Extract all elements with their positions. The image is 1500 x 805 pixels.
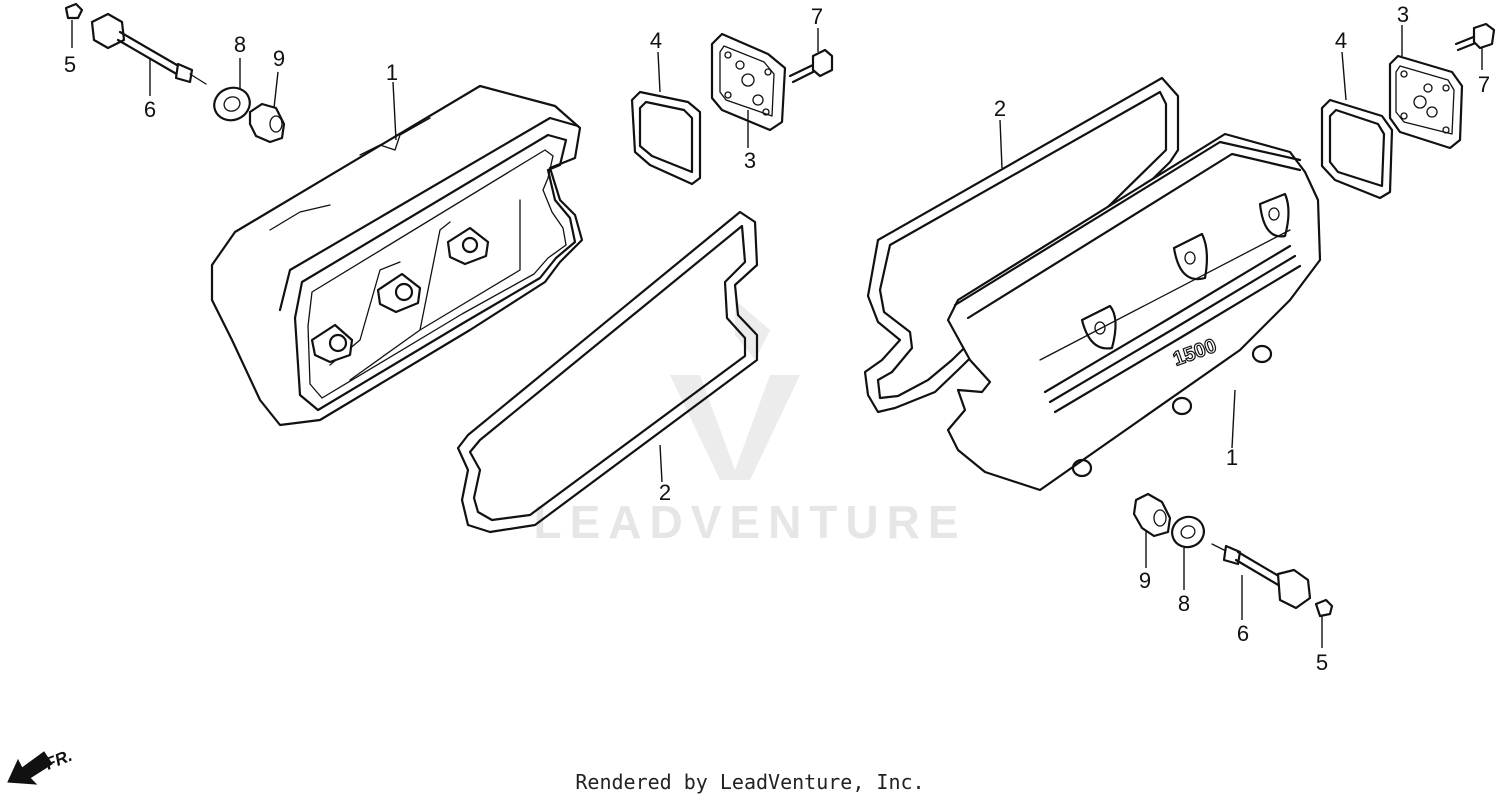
right-breather-plate (1388, 54, 1464, 150)
callout-1-left: 1 (386, 60, 398, 85)
left-bolt (90, 12, 207, 85)
callout-5-right: 5 (1316, 650, 1328, 675)
right-rubber-mount (1132, 492, 1172, 538)
callout-leaders (71, 20, 1483, 648)
callout-7-left: 7 (811, 4, 823, 29)
left-breather-plate (710, 32, 787, 132)
callout-8-right: 8 (1178, 591, 1190, 616)
callout-7-right: 7 (1478, 72, 1490, 97)
left-rubber-mount (248, 102, 286, 144)
right-bolt (1211, 543, 1312, 610)
watermark-text: LEADVENTURE (533, 496, 966, 548)
left-plate-gasket (630, 90, 702, 186)
callout-2-left: 2 (659, 480, 671, 505)
left-cap (64, 2, 84, 20)
right-valve-cover: 1500 (946, 132, 1322, 492)
callout-3-right: 3 (1397, 2, 1409, 27)
callout-6-left: 6 (144, 97, 156, 122)
callout-1-right: 1 (1226, 445, 1238, 470)
callout-3-left: 3 (744, 148, 756, 173)
left-valve-cover (210, 84, 584, 427)
callout-9-right: 9 (1139, 568, 1151, 593)
callout-4-left: 4 (650, 28, 662, 53)
callout-2-right: 2 (994, 96, 1006, 121)
callout-4-right: 4 (1335, 28, 1347, 53)
left-washer-bolt (788, 48, 834, 84)
right-seal-ring (1171, 515, 1205, 549)
callout-5-left: 5 (64, 52, 76, 77)
right-plate-gasket (1320, 98, 1394, 200)
right-washer-bolt (1454, 22, 1496, 52)
callout-9-left: 9 (273, 46, 285, 71)
callout-6-right: 6 (1237, 621, 1249, 646)
front-direction-arrow-icon (7, 751, 53, 785)
right-cap (1314, 598, 1334, 618)
right-gasket (863, 76, 1180, 414)
left-gasket (456, 210, 759, 534)
callout-8-left: 8 (234, 32, 246, 57)
left-seal-ring (213, 86, 251, 122)
footer-credit: Rendered by LeadVenture, Inc. (575, 770, 925, 794)
